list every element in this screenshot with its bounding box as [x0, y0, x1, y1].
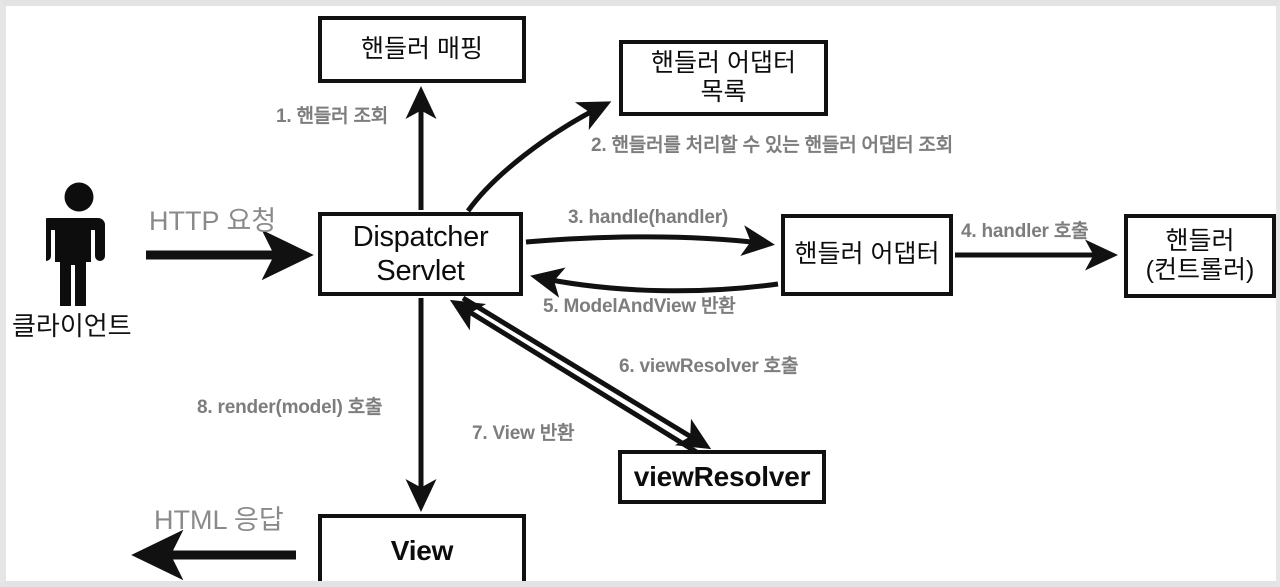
- edge-label-2: 2. 핸들러를 처리할 수 있는 핸들러 어댑터 조회: [591, 135, 954, 156]
- edge-label-1: 1. 핸들러 조회: [276, 106, 389, 127]
- node-handler-adapter[interactable]: 핸들러 어댑터: [781, 214, 953, 296]
- edge-label-http-request: HTTP 요청: [149, 206, 277, 236]
- edge-label-5: 5. ModelAndView 반환: [543, 296, 736, 317]
- edge-label-4: 4. handler 호출: [961, 221, 1089, 242]
- arrow-3-handle: [525, 225, 775, 256]
- edge-label-http-response: HTML 응답: [154, 505, 284, 535]
- node-view[interactable]: View: [318, 514, 526, 581]
- actor-label-client: 클라이언트: [12, 311, 132, 341]
- arrow-5-modelandview: [530, 267, 779, 298]
- arrow-2-adapter-lookup: [465, 101, 612, 213]
- edge-label-6: 6. viewResolver 호출: [619, 356, 799, 377]
- node-handler-adapter-list[interactable]: 핸들러 어댑터 목록: [619, 40, 828, 116]
- person-icon: [46, 182, 105, 306]
- node-dispatcher-servlet[interactable]: Dispatcher Servlet: [318, 212, 523, 296]
- edge-label-3: 3. handle(handler): [568, 207, 729, 228]
- edge-label-7: 7. View 반환: [472, 423, 575, 444]
- node-handler-mapping[interactable]: 핸들러 매핑: [318, 16, 526, 83]
- edge-label-8: 8. render(model) 호출: [197, 397, 383, 418]
- node-view-resolver[interactable]: viewResolver: [618, 450, 826, 504]
- node-handler-controller[interactable]: 핸들러 (컨트롤러): [1124, 214, 1276, 298]
